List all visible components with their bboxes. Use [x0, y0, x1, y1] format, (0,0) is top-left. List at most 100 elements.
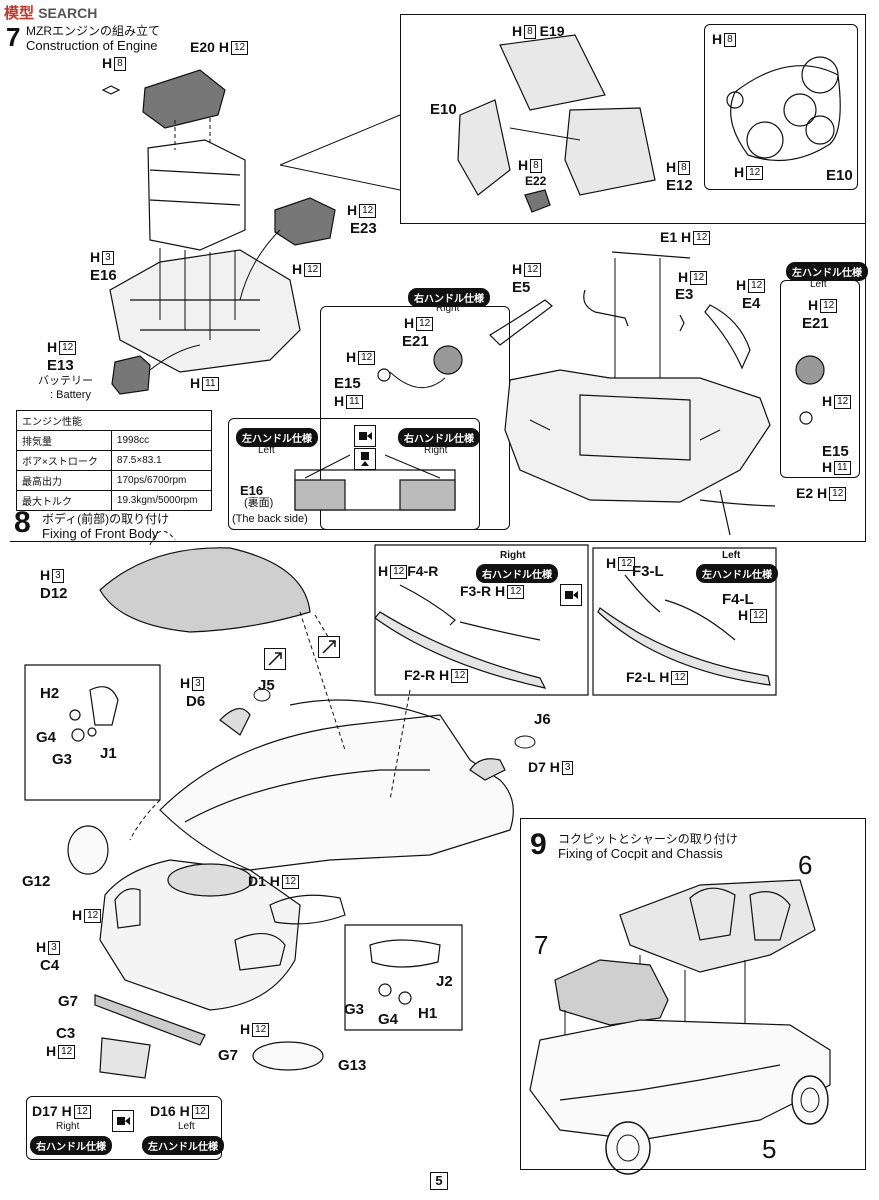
label-d6-h-text: H — [180, 675, 191, 691]
label-f4r-text: F4-R — [407, 563, 439, 579]
label-g12: G12 — [22, 873, 51, 890]
step8-number: 8 — [14, 506, 31, 539]
label-f2l-text: F2-L — [626, 669, 656, 685]
label-e2-text: E2 — [796, 485, 814, 501]
label-f4l: F4-L — [722, 591, 754, 608]
label-d12-hbox: 3 — [52, 569, 64, 584]
label-battery-jp: バッテリー — [38, 375, 93, 387]
step8-title-jp: ボディ(前部)の取り付け — [42, 512, 170, 526]
label-e12-hbox: 8 — [678, 161, 690, 176]
step9-number: 9 — [530, 828, 547, 861]
label-g7-b: G7 — [218, 1047, 239, 1064]
label-e23-hbox: 12 — [359, 204, 377, 219]
spec-heading: エンジン性能 — [16, 410, 212, 431]
label-j5: J5 — [258, 677, 275, 694]
label-f3r-hbox: 12 — [507, 585, 525, 600]
label-e1-h: H — [681, 229, 692, 245]
label-e21-a-hbox: 12 — [416, 317, 434, 332]
label-g7-a: G7 — [58, 993, 79, 1010]
label-g13: G13 — [338, 1057, 367, 1074]
label-c4: C4 — [40, 957, 60, 974]
label-e23-h2-box: 12 — [304, 263, 322, 278]
spec-value: 170ps/6700rpm — [110, 470, 213, 491]
label-h11-a-box: 11 — [202, 377, 219, 392]
label-e13-hbox: 12 — [59, 341, 77, 356]
label-e10-b: E10 — [826, 167, 853, 184]
right-hand-pill-step7: 右ハンドル仕様 — [408, 288, 490, 307]
step9-title-jp: コクピットとシャーシの取り付け — [558, 832, 738, 846]
label-g7-h12-box: 12 — [252, 1023, 270, 1038]
step9-title-en: Fixing of Cocpit and Chassis — [558, 846, 723, 861]
label-e16-h-text: H — [90, 249, 101, 265]
label-e21-b: E21 — [802, 315, 829, 332]
label-f3l: F3-L — [632, 563, 664, 580]
label-f4l-hbox: 12 — [750, 609, 768, 624]
label-d7-hbox: 3 — [561, 761, 574, 776]
label-e5: E5 — [512, 279, 531, 296]
back-side-frame — [228, 418, 480, 530]
spec-value: 19.3kgm/5000rpm — [110, 490, 213, 511]
label-g4: G4 — [36, 729, 57, 746]
left-hand-pill-step8: 左ハンドル仕様 — [696, 564, 778, 583]
label-e16-hbox: 3 — [102, 251, 114, 266]
arrow-symbol-icon-2 — [318, 636, 340, 658]
label-e2-h: H — [817, 485, 828, 501]
label-f3l-h-text: H — [606, 555, 617, 571]
label-j2: J2 — [436, 973, 453, 990]
step8-title-en: Fixing of Front Body — [42, 526, 159, 541]
right-hand-pill-back: 右ハンドル仕様 — [398, 428, 480, 447]
label-c3-hbox: 12 — [58, 1045, 76, 1060]
right-en-step8: Right — [500, 550, 526, 561]
label-c4-h-text: H — [36, 939, 47, 955]
label-e15-a-h11-box: 11 — [346, 395, 363, 410]
spec-key: 最高出力 — [16, 470, 112, 491]
label-g7-h12-h: H — [240, 1021, 251, 1037]
right-hand-pill-plate: 右ハンドル仕様 — [30, 1136, 112, 1155]
label-d17-text: D17 — [32, 1103, 58, 1119]
label-d16-h: H — [179, 1103, 190, 1119]
label-e15-b-h11-h: H — [822, 459, 833, 475]
step7-inset-frame — [400, 14, 866, 224]
label-e15-b-h-text: H — [822, 393, 833, 409]
label-e21-a: E21 — [402, 333, 429, 350]
label-battery-en: : Battery — [50, 389, 91, 401]
right-hand-pill-step8: 右ハンドル仕様 — [476, 564, 558, 583]
label-e5-h-text: H — [512, 261, 523, 277]
label-part6: 6 — [798, 850, 813, 880]
back-side-part: E16 — [240, 483, 264, 498]
step7-title-jp: MZRエンジンの組み立て — [26, 24, 160, 38]
label-e15-b: E15 — [822, 443, 849, 460]
label-e15-a-h-text: H — [346, 349, 357, 365]
side-symbol-icon — [354, 425, 376, 447]
label-f4r-h: H — [378, 563, 389, 579]
label-e4: E4 — [742, 295, 761, 312]
label-e4-hbox: 12 — [748, 279, 766, 294]
side-symbol-icon-plate — [112, 1110, 134, 1132]
label-c4-hbox: 3 — [48, 941, 60, 956]
right-en-back: Right — [424, 445, 448, 456]
label-h1: H1 — [418, 1005, 438, 1022]
label-e15-a-h11-h: H — [334, 393, 345, 409]
label-d16-text: D16 — [150, 1103, 176, 1119]
label-c4-h12-box: 12 — [84, 909, 102, 924]
